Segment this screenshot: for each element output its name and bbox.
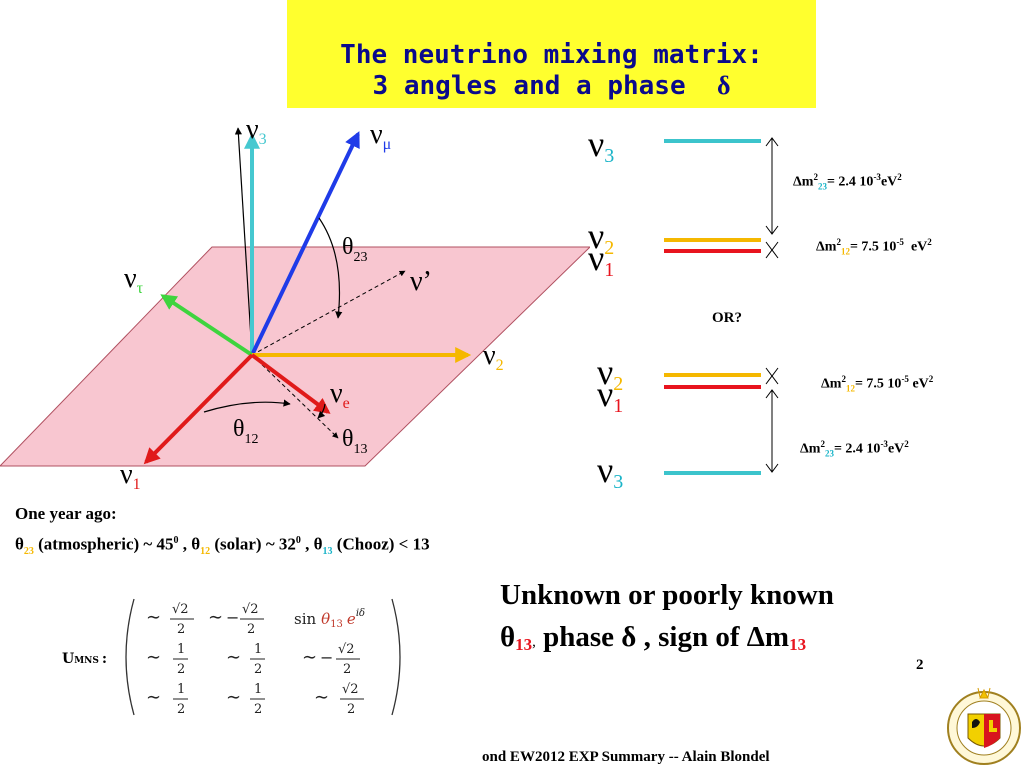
theta13-label: θ13 bbox=[342, 426, 368, 457]
level-nu3-bottom bbox=[664, 471, 761, 475]
nu-tau-arrow bbox=[160, 294, 254, 357]
m32-tilde: ∼ bbox=[226, 687, 241, 708]
level-nu2-top bbox=[664, 238, 761, 242]
one-year-ago-block: One year ago: θ23 (atmospheric) ~ 450 , … bbox=[15, 500, 430, 565]
footer-text: ond EW2012 EXP Summary -- Alain Blondel bbox=[482, 749, 770, 765]
angles-summary: θ23 (atmospheric) ~ 450 , θ12 (solar) ~ … bbox=[15, 534, 430, 558]
level-nu3-bottom-label: ν3 bbox=[597, 450, 624, 493]
nu-prime-dashed-line bbox=[251, 270, 406, 356]
mixing-angle-diagram: ν3 νμ ντ ν2 νe ν1 ν’ θ23 θ12 θ13 bbox=[0, 114, 590, 493]
umns-label: UMNS: bbox=[62, 651, 107, 667]
level-nu1-bottom-label: ν1 bbox=[597, 374, 624, 417]
m32-num: 1 bbox=[254, 682, 262, 697]
university-seal-logo bbox=[947, 687, 1021, 765]
level-nu1-top bbox=[664, 249, 761, 253]
m22-num: 1 bbox=[254, 642, 262, 657]
m12-den: 2 bbox=[247, 622, 255, 637]
title-line1: The neutrino mixing matrix: bbox=[340, 40, 763, 70]
m12-tilde: ∼ bbox=[208, 607, 223, 628]
m33-num: √2 bbox=[342, 682, 359, 697]
theta12-label: θ12 bbox=[233, 416, 259, 447]
m12-neg: − bbox=[226, 608, 239, 627]
m23-num: √2 bbox=[338, 642, 355, 657]
m11-num: √2 bbox=[172, 602, 189, 617]
level-nu2-bottom-label: ν2 bbox=[597, 352, 624, 395]
theta12-arc bbox=[203, 399, 291, 413]
m31-den: 2 bbox=[177, 702, 185, 717]
level-nu3-top bbox=[664, 139, 761, 143]
black-vertical-axis bbox=[234, 127, 253, 356]
or-label: OR? bbox=[712, 310, 742, 326]
dm23-top: Δm223= 2.4 10-3eV2 bbox=[793, 172, 902, 192]
right-paren bbox=[391, 598, 401, 716]
unknown-block: Unknown or poorly known θ13, phase δ , s… bbox=[500, 574, 834, 666]
m21-den: 2 bbox=[177, 662, 185, 677]
nu-tau-label: ντ bbox=[124, 263, 144, 297]
m21-num: 1 bbox=[177, 642, 185, 657]
level-nu2-top-label: ν2 bbox=[588, 216, 615, 259]
splitting-arrows-top bbox=[765, 137, 779, 259]
theta23-arc bbox=[318, 217, 343, 319]
m22-tilde: ∼ bbox=[226, 647, 241, 668]
nu2-label: ν2 bbox=[483, 340, 504, 374]
m23-tilde: ∼ bbox=[302, 647, 317, 668]
title-box: The neutrino mixing matrix: 3 angles and… bbox=[287, 0, 816, 108]
m33-den: 2 bbox=[347, 702, 355, 717]
nu-mu-arrow bbox=[250, 131, 360, 356]
one-year-ago-heading: One year ago: bbox=[15, 504, 117, 523]
superscript-two: 2 bbox=[916, 657, 924, 673]
nu-mu-label: νμ bbox=[370, 119, 391, 153]
nu1-label: ν1 bbox=[120, 459, 141, 493]
left-paren bbox=[125, 598, 135, 716]
m23-neg: − bbox=[320, 648, 333, 667]
m32-den: 2 bbox=[254, 702, 262, 717]
m33-tilde: ∼ bbox=[314, 687, 329, 708]
splitting-arrows-bottom bbox=[765, 367, 779, 473]
theta23-label: θ23 bbox=[342, 234, 368, 265]
level-nu1-bottom bbox=[664, 385, 761, 389]
m22-den: 2 bbox=[254, 662, 262, 677]
delta-symbol: δ bbox=[716, 71, 731, 100]
nu-prime-label: ν’ bbox=[410, 266, 432, 297]
m31-tilde: ∼ bbox=[146, 687, 161, 708]
title-line2: 3 angles and a phase δ bbox=[372, 71, 731, 101]
nu-e-projection-dashed bbox=[251, 354, 339, 439]
dm12-bottom: Δm212= 7.5 10-5 eV2 bbox=[821, 374, 934, 394]
unknown-heading: Unknown or poorly known bbox=[500, 579, 834, 611]
m11-tilde: ∼ bbox=[146, 607, 161, 628]
dm23-bottom: Δm223= 2.4 10-3eV2 bbox=[800, 439, 909, 459]
level-nu1-top-label: ν1 bbox=[588, 238, 615, 281]
nu-e-label: νe bbox=[330, 378, 350, 412]
m21-tilde: ∼ bbox=[146, 647, 161, 668]
dm12-top: Δm212= 7.5 10-5 eV2 bbox=[816, 237, 932, 257]
level-nu3-top-label: ν3 bbox=[588, 124, 615, 167]
m12-num: √2 bbox=[242, 602, 259, 617]
level-nu2-bottom bbox=[664, 373, 761, 377]
m11-den: 2 bbox=[177, 622, 185, 637]
unknown-items: θ13, phase δ , sign of Δm13 bbox=[500, 621, 807, 654]
nu3-label: ν3 bbox=[246, 114, 267, 148]
theta13-arc bbox=[317, 403, 326, 419]
nu-e-arrow bbox=[250, 353, 331, 414]
m23-den: 2 bbox=[343, 662, 351, 677]
nu1-arrow bbox=[143, 353, 254, 465]
m31-num: 1 bbox=[177, 682, 185, 697]
